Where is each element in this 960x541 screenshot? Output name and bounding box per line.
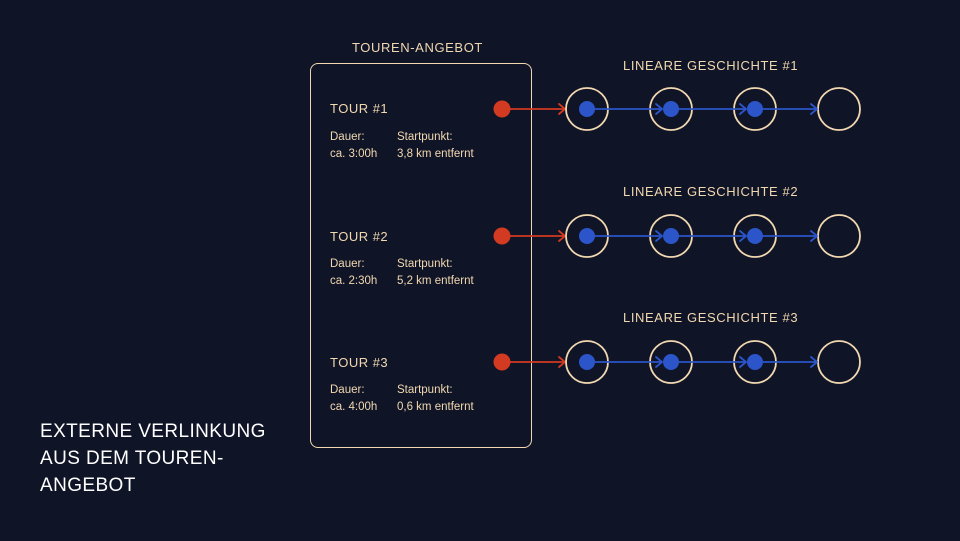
story-3-node-dot-2 bbox=[663, 354, 679, 370]
external-linking-caption: EXTERNE VERLINKUNG AUS DEM TOUREN- ANGEB… bbox=[40, 421, 266, 496]
story-1-node-dot-2 bbox=[663, 101, 679, 117]
story-1-node-ring-4 bbox=[817, 87, 861, 131]
story-3-link-2-head bbox=[739, 356, 747, 368]
tour-3-duration: Dauer: ca. 4:00h bbox=[330, 382, 377, 415]
tour-1-start: Startpunkt: 3,8 km entfernt bbox=[397, 129, 474, 162]
story-1-node-dot-1 bbox=[579, 101, 595, 117]
story-2-node-ring-4 bbox=[817, 214, 861, 258]
story-1-link-3-head bbox=[810, 103, 818, 115]
story-1-entry-arrow-head bbox=[558, 103, 566, 115]
story-3-node-dot-1 bbox=[579, 354, 595, 370]
tour-1-duration-value: ca. 3:00h bbox=[330, 147, 378, 160]
story-2-entry-arrow-head bbox=[558, 230, 566, 242]
story-3-entry-dot bbox=[493, 353, 511, 371]
tour-2-start-value: 5,2 km entfernt bbox=[397, 274, 474, 287]
story-2-title: LINEARE GESCHICHTE #2 bbox=[623, 184, 799, 199]
tour-2-label: TOUR #2 bbox=[330, 229, 389, 244]
tour-3-start-value: 0,6 km entfernt bbox=[397, 400, 474, 413]
story-1-link-2-head bbox=[739, 103, 747, 115]
story-2-link-2-head bbox=[739, 230, 747, 242]
tour-1-label: TOUR #1 bbox=[330, 101, 389, 116]
story-2-link-3-head bbox=[810, 230, 818, 242]
tour-3-duration-value: ca. 4:00h bbox=[330, 400, 378, 413]
tour-3-start-label: Startpunkt: bbox=[397, 384, 453, 396]
tour-offer-box bbox=[310, 63, 532, 448]
tour-offer-title: TOUREN-ANGEBOT bbox=[352, 40, 483, 55]
tour-2-start: Startpunkt: 5,2 km entfernt bbox=[397, 256, 474, 289]
story-2-entry-dot bbox=[493, 227, 511, 245]
tour-3-label: TOUR #3 bbox=[330, 355, 389, 370]
story-1-title: LINEARE GESCHICHTE #1 bbox=[623, 58, 799, 73]
tour-2-start-label: Startpunkt: bbox=[397, 258, 453, 270]
tour-2-duration-label: Dauer: bbox=[330, 258, 365, 270]
story-3-link-1-head bbox=[655, 356, 663, 368]
tour-1-duration-label: Dauer: bbox=[330, 131, 365, 143]
story-3-link-3-head bbox=[810, 356, 818, 368]
tour-2-duration-value: ca. 2:30h bbox=[330, 274, 378, 287]
story-3-node-ring-4 bbox=[817, 340, 861, 384]
story-2-node-dot-2 bbox=[663, 228, 679, 244]
story-2-node-dot-1 bbox=[579, 228, 595, 244]
story-1-link-1-head bbox=[655, 103, 663, 115]
story-1-entry-dot bbox=[493, 100, 511, 118]
tour-1-start-value: 3,8 km entfernt bbox=[397, 147, 474, 160]
story-2-link-1-head bbox=[655, 230, 663, 242]
tour-3-start: Startpunkt: 0,6 km entfernt bbox=[397, 382, 474, 415]
tour-2-duration: Dauer: ca. 2:30h bbox=[330, 256, 377, 289]
story-3-entry-arrow-head bbox=[558, 356, 566, 368]
story-3-title: LINEARE GESCHICHTE #3 bbox=[623, 310, 799, 325]
tour-3-duration-label: Dauer: bbox=[330, 384, 365, 396]
tour-1-duration: Dauer: ca. 3:00h bbox=[330, 129, 377, 162]
tour-1-start-label: Startpunkt: bbox=[397, 131, 453, 143]
story-1-node-dot-3 bbox=[747, 101, 763, 117]
story-2-node-dot-3 bbox=[747, 228, 763, 244]
story-3-node-dot-3 bbox=[747, 354, 763, 370]
